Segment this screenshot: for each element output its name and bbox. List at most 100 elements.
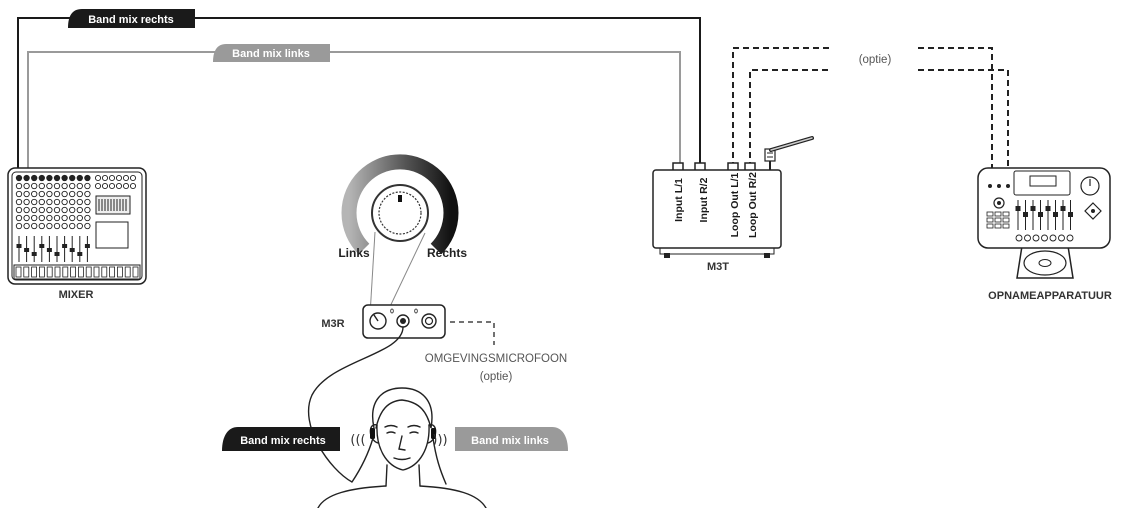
recorder-in-left-cable (918, 47, 993, 168)
mixer-knob (23, 190, 30, 198)
mixer-knob (15, 222, 23, 230)
mixer-jacks (15, 266, 139, 278)
mixer-master-knob (122, 174, 130, 182)
recorder-button (986, 211, 994, 217)
m3r-mic-jack (421, 313, 437, 329)
recorder-transport-button (1058, 234, 1065, 242)
neck-right (418, 464, 421, 487)
mixer-master-knob (94, 174, 102, 182)
port-loop-out-right: Loop Out R/2 (747, 172, 759, 238)
mixer-jack (15, 266, 22, 278)
zoom-line-right (385, 232, 426, 316)
mixer-knob (84, 182, 91, 190)
listener-left-mix-label: Band mix links (471, 435, 549, 447)
recorder-in-right-cable (918, 69, 1009, 168)
mixer-knob (38, 206, 45, 214)
mixer-meter-display (95, 195, 131, 215)
left-brow (384, 424, 398, 428)
mixer-fader-cap (69, 248, 75, 252)
mixer-jack (23, 266, 30, 278)
left-earbud (370, 428, 375, 439)
record-button-dot (997, 201, 1001, 205)
recorder-body (977, 167, 1111, 249)
mixer-master-knob (115, 182, 123, 190)
mixer-knob (84, 190, 91, 198)
nose (398, 435, 406, 451)
left-shoulder (317, 485, 387, 508)
recorder-button (994, 223, 1002, 229)
recorder-disc-hub (1038, 259, 1052, 267)
mixer-knob (69, 222, 76, 230)
mixer-master-knob (108, 182, 116, 190)
mixer-jack (54, 266, 61, 278)
mixer-knob (53, 206, 61, 214)
mouth (393, 457, 411, 461)
mixer-knob (61, 214, 68, 222)
mixer-fader-cap (39, 244, 45, 248)
mixer-jack (46, 266, 53, 278)
right-earbud (431, 428, 436, 439)
zoom-line-left (369, 231, 376, 316)
mixer-knob (46, 174, 53, 182)
mixer-knob (76, 214, 83, 222)
mixer-master-knob (101, 174, 109, 182)
recorder-disc (1023, 250, 1067, 276)
recorder-transport-buttons (1015, 234, 1074, 242)
mixer-jack (132, 266, 139, 278)
mixer-knob (46, 182, 53, 190)
recorder-fader-cap (1030, 206, 1036, 211)
sound-waves-left: ((( (350, 433, 365, 448)
mixer-jack (117, 266, 123, 278)
mixer-knob (15, 182, 23, 190)
mixer-jack (62, 266, 69, 278)
port-loop-out-left: Loop Out L/1 (729, 172, 741, 237)
face-outline (376, 424, 430, 471)
band-mix-left-cable (27, 51, 681, 168)
left-earbud-cable (351, 437, 374, 483)
mixer-knob (23, 174, 30, 182)
mixer-knob (38, 198, 45, 206)
mixer-knob (69, 206, 76, 214)
recorder-screen-frame (1013, 170, 1071, 196)
recorder-transport-button (1015, 234, 1023, 242)
m3t-label: M3T (707, 261, 729, 273)
mixer-knob (53, 214, 61, 222)
mixer-master-knob (101, 182, 109, 190)
mixer-knob (31, 174, 38, 182)
antenna-rod-highlight (770, 137, 813, 151)
band-mix-right-cable (17, 17, 701, 168)
mixer-fader-cap (62, 244, 68, 248)
mixer-knob (31, 190, 38, 198)
mixer-knob (76, 190, 83, 198)
listener-right-mix-tag (222, 427, 340, 451)
mixer-knob (46, 198, 53, 206)
pan-knob-grip (378, 191, 422, 235)
recorder-transport-button (1041, 234, 1048, 242)
recorder-label: OPNAMEAPPARATUUR (988, 290, 1112, 302)
mixer-fader-cap (84, 244, 90, 248)
mixer-knob (38, 182, 45, 190)
mixer-jack (109, 266, 115, 278)
mixer-knob (76, 198, 83, 206)
mixer-jack (31, 266, 38, 278)
recorder-dpad-center (1091, 209, 1095, 213)
mixer-master-section (95, 221, 129, 249)
port-input-left: Input L/1 (673, 178, 685, 222)
mixer-knob (38, 214, 45, 222)
m3r-label: M3R (321, 318, 344, 330)
optional-recording-label: (optie) (859, 54, 892, 66)
mixer-knob (31, 198, 38, 206)
mixer-jack-strip (13, 264, 141, 280)
mixer-knob (38, 190, 45, 198)
mixer-knob (46, 206, 53, 214)
mixer-jack (78, 266, 84, 278)
port-input-right: Input R/2 (698, 177, 710, 222)
mixer-fader-cap (77, 252, 83, 256)
m3r-port-mark (390, 308, 394, 314)
ambient-mic-label: OMGEVINGSMICROFOON (425, 353, 567, 365)
recorder-button (986, 217, 994, 223)
pan-ring (341, 154, 459, 255)
mixer-knob (69, 190, 76, 198)
pan-knob-illustration (341, 154, 459, 316)
